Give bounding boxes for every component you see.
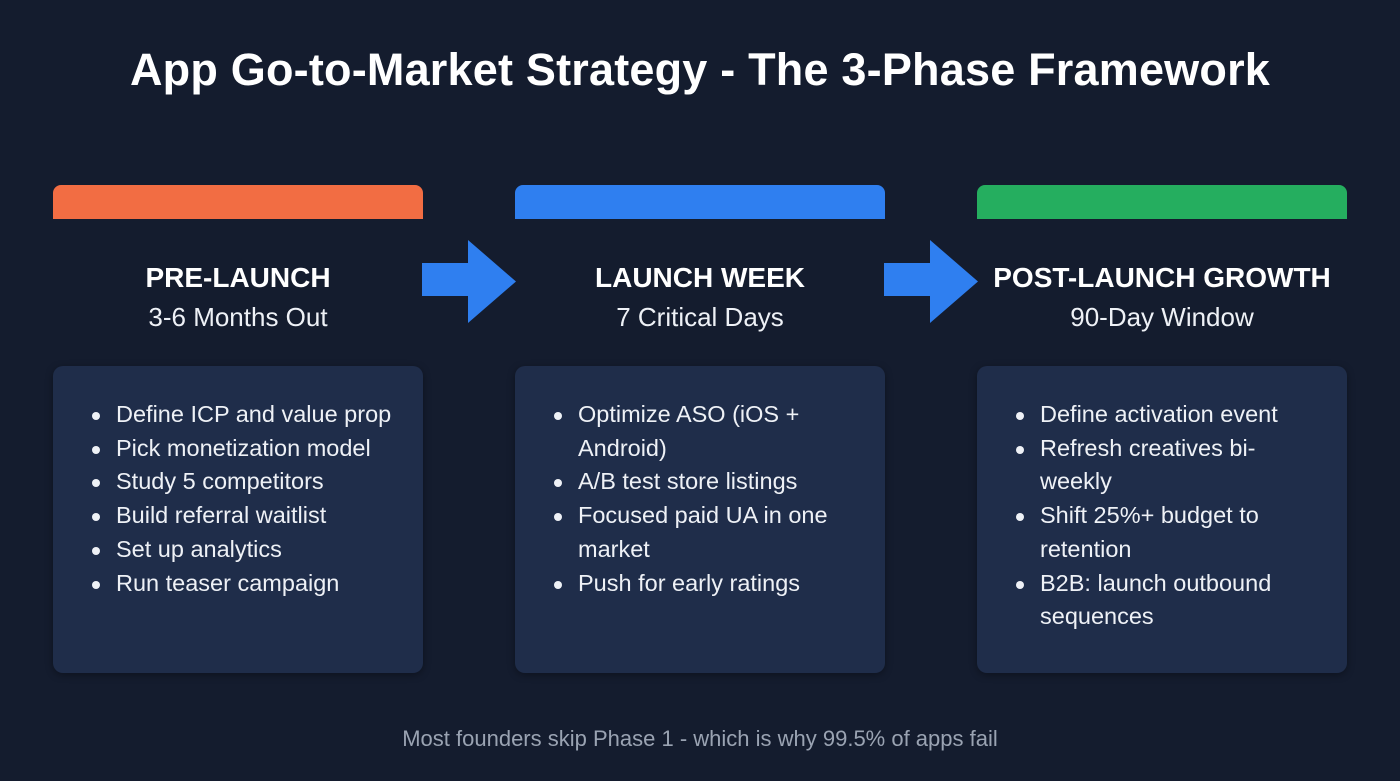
phase-2-card: Optimize ASO (iOS + Android) A/B test st… xyxy=(515,366,885,673)
list-item: Run teaser campaign xyxy=(92,567,403,601)
list-item: Optimize ASO (iOS + Android) xyxy=(554,398,845,465)
list-item: Set up analytics xyxy=(92,533,403,567)
list-item: Pick monetization model xyxy=(92,432,403,466)
bullet-icon xyxy=(1016,513,1024,522)
phase-3-checklist: Define activation event Refresh creative… xyxy=(1016,398,1327,634)
list-item: Define activation event xyxy=(1016,398,1297,432)
phase-1-card: Define ICP and value prop Pick monetizat… xyxy=(53,366,423,673)
phase-2-heading: LAUNCH WEEK xyxy=(595,262,805,293)
bullet-icon xyxy=(1016,445,1024,454)
phase-2-color-bar xyxy=(515,185,885,219)
footer-note: Most founders skip Phase 1 - which is wh… xyxy=(402,726,998,751)
bullet-icon xyxy=(1016,580,1024,589)
list-item: Push for early ratings xyxy=(554,567,845,601)
bullet-icon xyxy=(92,445,100,454)
arrow-right-icon xyxy=(422,240,516,323)
list-item: Build referral waitlist xyxy=(92,499,403,533)
phase-3-subtitle: 90-Day Window xyxy=(1070,302,1254,332)
bullet-icon xyxy=(554,580,562,589)
phase-3-color-bar xyxy=(977,185,1347,219)
phase-3-heading: POST-LAUNCH GROWTH xyxy=(993,262,1331,293)
phase-2-checklist: Optimize ASO (iOS + Android) A/B test st… xyxy=(554,398,865,600)
bullet-icon xyxy=(554,513,562,522)
phase-1-heading: PRE-LAUNCH xyxy=(145,262,331,293)
phase-2-subtitle: 7 Critical Days xyxy=(616,302,784,332)
list-item: Shift 25%+ budget to retention xyxy=(1016,499,1297,566)
list-item: A/B test store listings xyxy=(554,465,845,499)
list-item: Study 5 competitors xyxy=(92,465,403,499)
list-item: Focused paid UA in one market xyxy=(554,499,845,566)
bullet-icon xyxy=(92,513,100,522)
arrow-right-icon xyxy=(884,240,978,323)
bullet-icon xyxy=(554,479,562,488)
phase-1-subtitle: 3-6 Months Out xyxy=(148,302,328,332)
bullet-icon xyxy=(92,546,100,555)
bullet-icon xyxy=(92,479,100,488)
phase-1-checklist: Define ICP and value prop Pick monetizat… xyxy=(92,398,403,600)
phase-1-color-bar xyxy=(53,185,423,219)
page-title: App Go-to-Market Strategy - The 3-Phase … xyxy=(129,44,1271,95)
list-item: Define ICP and value prop xyxy=(92,398,403,432)
bullet-icon xyxy=(92,580,100,589)
phase-3-card: Define activation event Refresh creative… xyxy=(977,366,1347,673)
list-item: B2B: launch outbound sequences xyxy=(1016,567,1297,634)
list-item: Refresh creatives bi-weekly xyxy=(1016,432,1297,499)
bullet-icon xyxy=(92,412,100,420)
bullet-icon xyxy=(1016,412,1024,420)
bullet-icon xyxy=(554,412,562,420)
